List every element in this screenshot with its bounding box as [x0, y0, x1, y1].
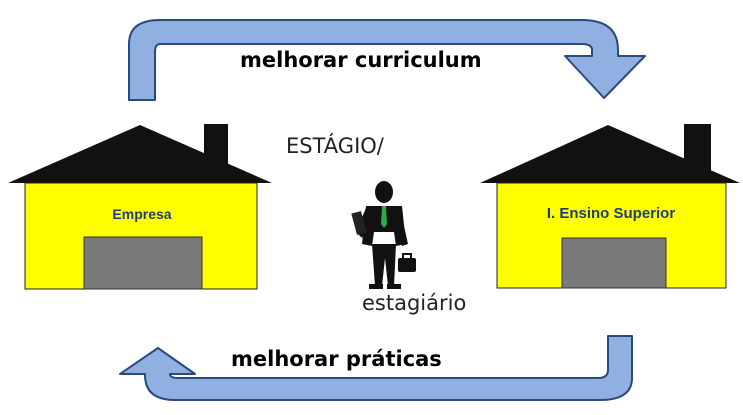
bottom-arrow-shape	[119, 335, 633, 401]
house-empresa: Empresa	[8, 124, 272, 290]
house-empresa-label: Empresa	[112, 206, 171, 222]
estagiario-label: estagiário	[362, 291, 466, 315]
house-ensino-roof	[480, 125, 740, 183]
bottom-arrow	[119, 335, 633, 401]
house-empresa-roof	[8, 125, 272, 183]
intern-figure-icon	[351, 181, 416, 289]
estagio-label: ESTÁGIO/	[286, 133, 385, 158]
top-arrow-shape	[128, 19, 646, 101]
house-ensino-door	[561, 237, 667, 289]
top-arrow	[128, 19, 646, 101]
house-ensino-superior: I. Ensino Superior	[480, 124, 740, 289]
top-arrow-label: melhorar curriculum	[240, 48, 482, 72]
house-empresa-door	[83, 236, 203, 290]
bottom-arrow-label: melhorar práticas	[231, 347, 442, 371]
house-ensino-label: I. Ensino Superior	[547, 205, 676, 222]
